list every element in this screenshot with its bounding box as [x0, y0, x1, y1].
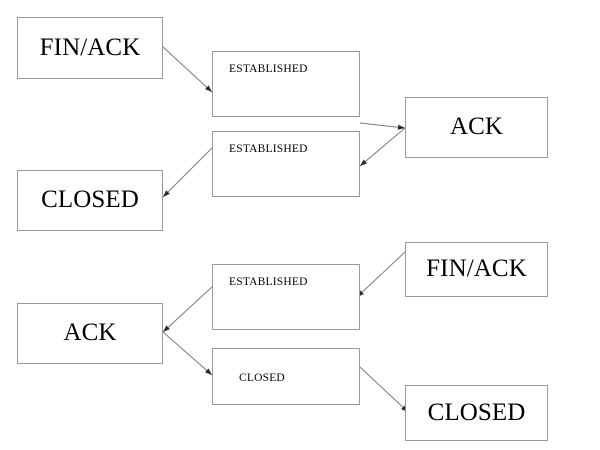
- state-node-closed[interactable]: CLOSED: [17, 170, 163, 231]
- state-node-ack[interactable]: ACK: [17, 303, 163, 364]
- edge-n7-to-n6: [162, 286, 213, 333]
- edge-n3-to-n5: [162, 147, 213, 198]
- edge-n9-to-n7: [356, 251, 406, 298]
- edge-n8-to-n6: [162, 331, 213, 376]
- state-node-ack[interactable]: ACK: [405, 97, 548, 158]
- edge-n8-to-n10: [359, 366, 409, 413]
- label-node-established[interactable]: ESTABLISHED: [212, 264, 360, 330]
- state-node-closed[interactable]: CLOSED: [405, 385, 548, 441]
- edge-n1-to-n2: [162, 46, 213, 93]
- state-node-fin-ack[interactable]: FIN/ACK: [17, 17, 163, 79]
- label-node-established[interactable]: ESTABLISHED: [212, 131, 360, 197]
- label-node-closed[interactable]: CLOSED: [212, 348, 360, 405]
- state-node-fin-ack[interactable]: FIN/ACK: [405, 242, 548, 297]
- edge-n3-to-n4: [359, 127, 406, 167]
- label-node-established[interactable]: ESTABLISHED: [212, 51, 360, 117]
- edge-n2-to-n4: [359, 122, 406, 130]
